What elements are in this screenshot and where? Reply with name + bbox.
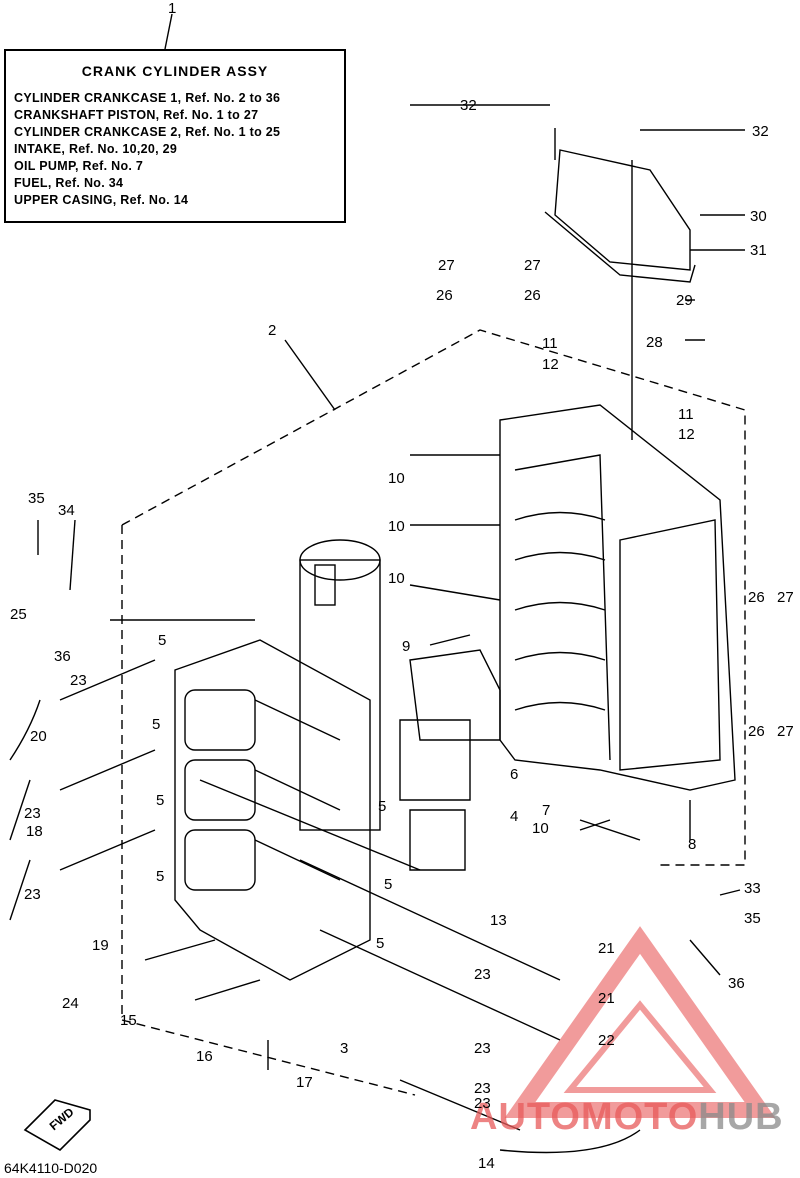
callout-number: 18	[26, 823, 43, 840]
crankcase-1-outline	[499, 404, 736, 791]
crankcase-1-side	[619, 519, 721, 771]
fwd-arrow-icon	[23, 1099, 91, 1151]
watermark-triangle-logo	[504, 926, 776, 1118]
callout-number: 35	[744, 910, 761, 927]
callout-number: 7	[542, 802, 551, 819]
journal-2	[514, 551, 606, 561]
callout-number: 20	[30, 728, 47, 745]
callout-number: 10	[532, 820, 549, 837]
legend-line: CRANKSHAFT PISTON, Ref. No. 1 to 27	[14, 108, 259, 122]
legend-line: INTAKE, Ref. No. 10,20, 29	[14, 142, 178, 156]
callout-number: 1	[168, 0, 177, 17]
legend-line: CYLINDER CRANKCASE 1, Ref. No. 2 to 36	[14, 91, 281, 105]
callout-number: 27	[438, 257, 455, 274]
callout-number: 4	[510, 808, 519, 825]
callout-number: 32	[752, 123, 769, 140]
callout-number: 26	[524, 287, 541, 304]
dashed-boundary-top	[121, 329, 746, 866]
callout-number: 13	[490, 912, 507, 929]
callout-number: 9	[402, 638, 411, 655]
callout-number: 8	[688, 836, 697, 853]
callout-number: 23	[474, 1080, 491, 1097]
callout-number: 6	[510, 766, 519, 783]
callout-number: 15	[120, 1012, 137, 1029]
callout-number: 23	[24, 805, 41, 822]
legend-line: UPPER CASING, Ref. No. 14	[14, 193, 189, 207]
callout-number: 26	[436, 287, 453, 304]
callout-number: 26	[748, 723, 765, 740]
callout-number: 11	[678, 406, 694, 423]
callout-number: 36	[728, 975, 745, 992]
callout-number: 35	[28, 490, 45, 507]
callout-number: 21	[598, 940, 615, 957]
gasket-outline	[544, 211, 696, 283]
callout-number: 5	[156, 792, 165, 809]
watermark-part2: HUB	[698, 1096, 784, 1138]
journal-5	[514, 701, 606, 711]
legend-box: CRANK CYLINDER ASSY CYLINDER CRANKCASE 1…	[4, 49, 346, 223]
callout-number: 34	[58, 502, 75, 519]
callout-number: 17	[296, 1074, 313, 1091]
callout-number: 27	[524, 257, 541, 274]
callout-number: 5	[158, 632, 167, 649]
callout-number: 22	[598, 1032, 615, 1049]
legend-line: OIL PUMP, Ref. No. 7	[14, 159, 144, 173]
callout-number: 23	[474, 1040, 491, 1057]
callout-number: 31	[750, 242, 767, 259]
callout-number: 5	[376, 935, 385, 952]
callout-number: 29	[676, 292, 693, 309]
callout-number: 5	[378, 798, 387, 815]
watermark: AUTOMOTOHUB	[470, 1096, 784, 1139]
callout-number: 2	[268, 322, 277, 339]
cover-outline	[554, 149, 691, 271]
callout-number: 5	[384, 876, 393, 893]
callout-number: 11	[542, 335, 558, 352]
callout-number: 14	[478, 1155, 495, 1172]
callout-number: 10	[388, 470, 405, 487]
callout-number: 28	[646, 334, 663, 351]
callout-number: 5	[152, 716, 161, 733]
callout-number: 10	[388, 570, 405, 587]
leader-1	[164, 13, 173, 50]
dashed-boundary-left	[121, 525, 416, 1096]
part-code: 64K4110-D020	[4, 1160, 98, 1176]
callout-number: 33	[744, 880, 761, 897]
callout-number: 30	[750, 208, 767, 225]
callout-number: 5	[156, 868, 165, 885]
callout-number: 25	[10, 606, 27, 623]
journal-3	[514, 601, 606, 611]
callout-number: 24	[62, 995, 79, 1012]
cylinder-block-2-outline	[174, 639, 371, 981]
crankcase-1-inner	[514, 454, 611, 761]
callout-number: 21	[598, 990, 615, 1007]
legend-line: CYLINDER CRANKCASE 2, Ref. No. 1 to 25	[14, 125, 281, 139]
journal-1	[514, 511, 606, 521]
watermark-part1: AUTOMOTO	[470, 1096, 699, 1138]
callout-number: 23	[24, 886, 41, 903]
callout-number: 3	[340, 1040, 349, 1057]
callout-number: 36	[54, 648, 71, 665]
callout-number: 26	[748, 589, 765, 606]
callout-number: 23	[70, 672, 87, 689]
legend-line: FUEL, Ref. No. 34	[14, 176, 124, 190]
callout-number: 10	[388, 518, 405, 535]
callout-number: 27	[777, 589, 794, 606]
callout-number: 12	[678, 426, 695, 443]
callout-number: 19	[92, 937, 109, 954]
callout-number: 23	[474, 966, 491, 983]
callout-number: 23	[474, 1095, 491, 1112]
callout-number: 16	[196, 1048, 213, 1065]
callout-number: 12	[542, 356, 559, 373]
leader-2	[284, 339, 336, 411]
callout-number: 32	[460, 97, 477, 114]
legend-title: CRANK CYLINDER ASSY	[81, 63, 269, 79]
callout-number: 27	[777, 723, 794, 740]
journal-4	[514, 651, 606, 661]
